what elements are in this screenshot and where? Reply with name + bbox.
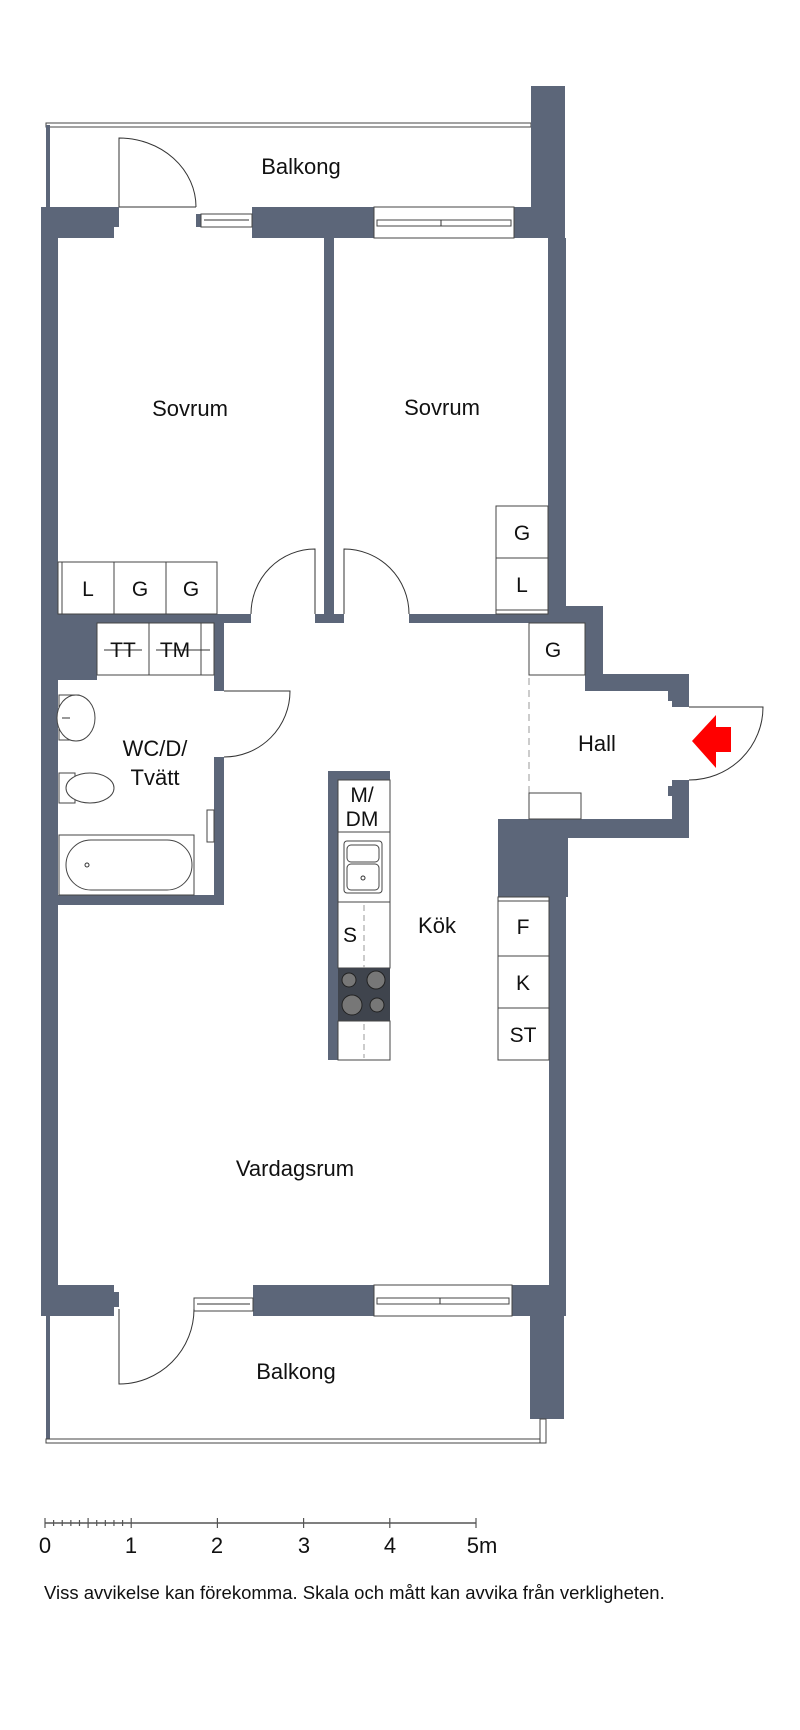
- closet-label: G: [132, 578, 148, 601]
- room-label-bedroom-left: Sovrum: [152, 396, 228, 421]
- room-label-kitchen: Kök: [418, 913, 457, 938]
- scale-label: 2: [211, 1533, 223, 1558]
- scale-label: 5m: [467, 1533, 498, 1558]
- scale-label: 3: [298, 1533, 310, 1558]
- room-label-bedroom-right: Sovrum: [404, 395, 480, 420]
- scale-labels: 0 1 2 3 4 5m: [39, 1533, 497, 1558]
- room-label-living-room: Vardagsrum: [236, 1156, 354, 1181]
- doors: [118, 137, 764, 1385]
- room-label-balcony-bottom: Balkong: [256, 1359, 336, 1384]
- fridge-label: F: [517, 916, 530, 939]
- scale-label: 1: [125, 1533, 137, 1558]
- entrance-arrow-icon: [692, 715, 731, 768]
- tumble-dryer-label: TT: [110, 639, 136, 662]
- microwave-dishwasher-label: M/: [350, 784, 373, 807]
- kitchen-island: M/ DM S: [337, 779, 391, 1061]
- closet-label: G: [514, 522, 530, 545]
- closet-label: L: [82, 578, 94, 601]
- laundry-machines: TT TM: [96, 622, 215, 676]
- freezer-label: K: [516, 972, 530, 995]
- closet-left: L G G: [57, 561, 218, 615]
- room-label-bathroom: Tvätt: [131, 765, 180, 790]
- closet-label: G: [183, 578, 199, 601]
- balcony-bottom: [45, 1316, 547, 1444]
- closet-label: L: [516, 574, 528, 597]
- stove-label: ST: [510, 1024, 537, 1047]
- kitchen-wall-units: F K ST: [497, 896, 550, 1061]
- microwave-dishwasher-label: DM: [346, 808, 379, 831]
- room-label-hall: Hall: [578, 731, 616, 756]
- washing-machine-label: TM: [160, 639, 190, 662]
- closet-right: G L: [495, 505, 549, 615]
- room-label-bathroom: WC/D/: [123, 736, 189, 761]
- disclaimer-text: Viss avvikelse kan förekomma. Skala och …: [44, 1582, 665, 1603]
- scale-label: 4: [384, 1533, 396, 1558]
- hall-closet-label: G: [545, 639, 561, 662]
- bathroom-fixtures: [56, 694, 215, 896]
- cabinet-label: S: [343, 924, 357, 947]
- room-label-balcony-top: Balkong: [261, 154, 341, 179]
- scale-label: 0: [39, 1533, 51, 1558]
- walls: [41, 86, 689, 1419]
- hall-fixtures: G: [528, 622, 586, 820]
- windows: [193, 206, 515, 1317]
- scale-bar: [44, 1518, 477, 1528]
